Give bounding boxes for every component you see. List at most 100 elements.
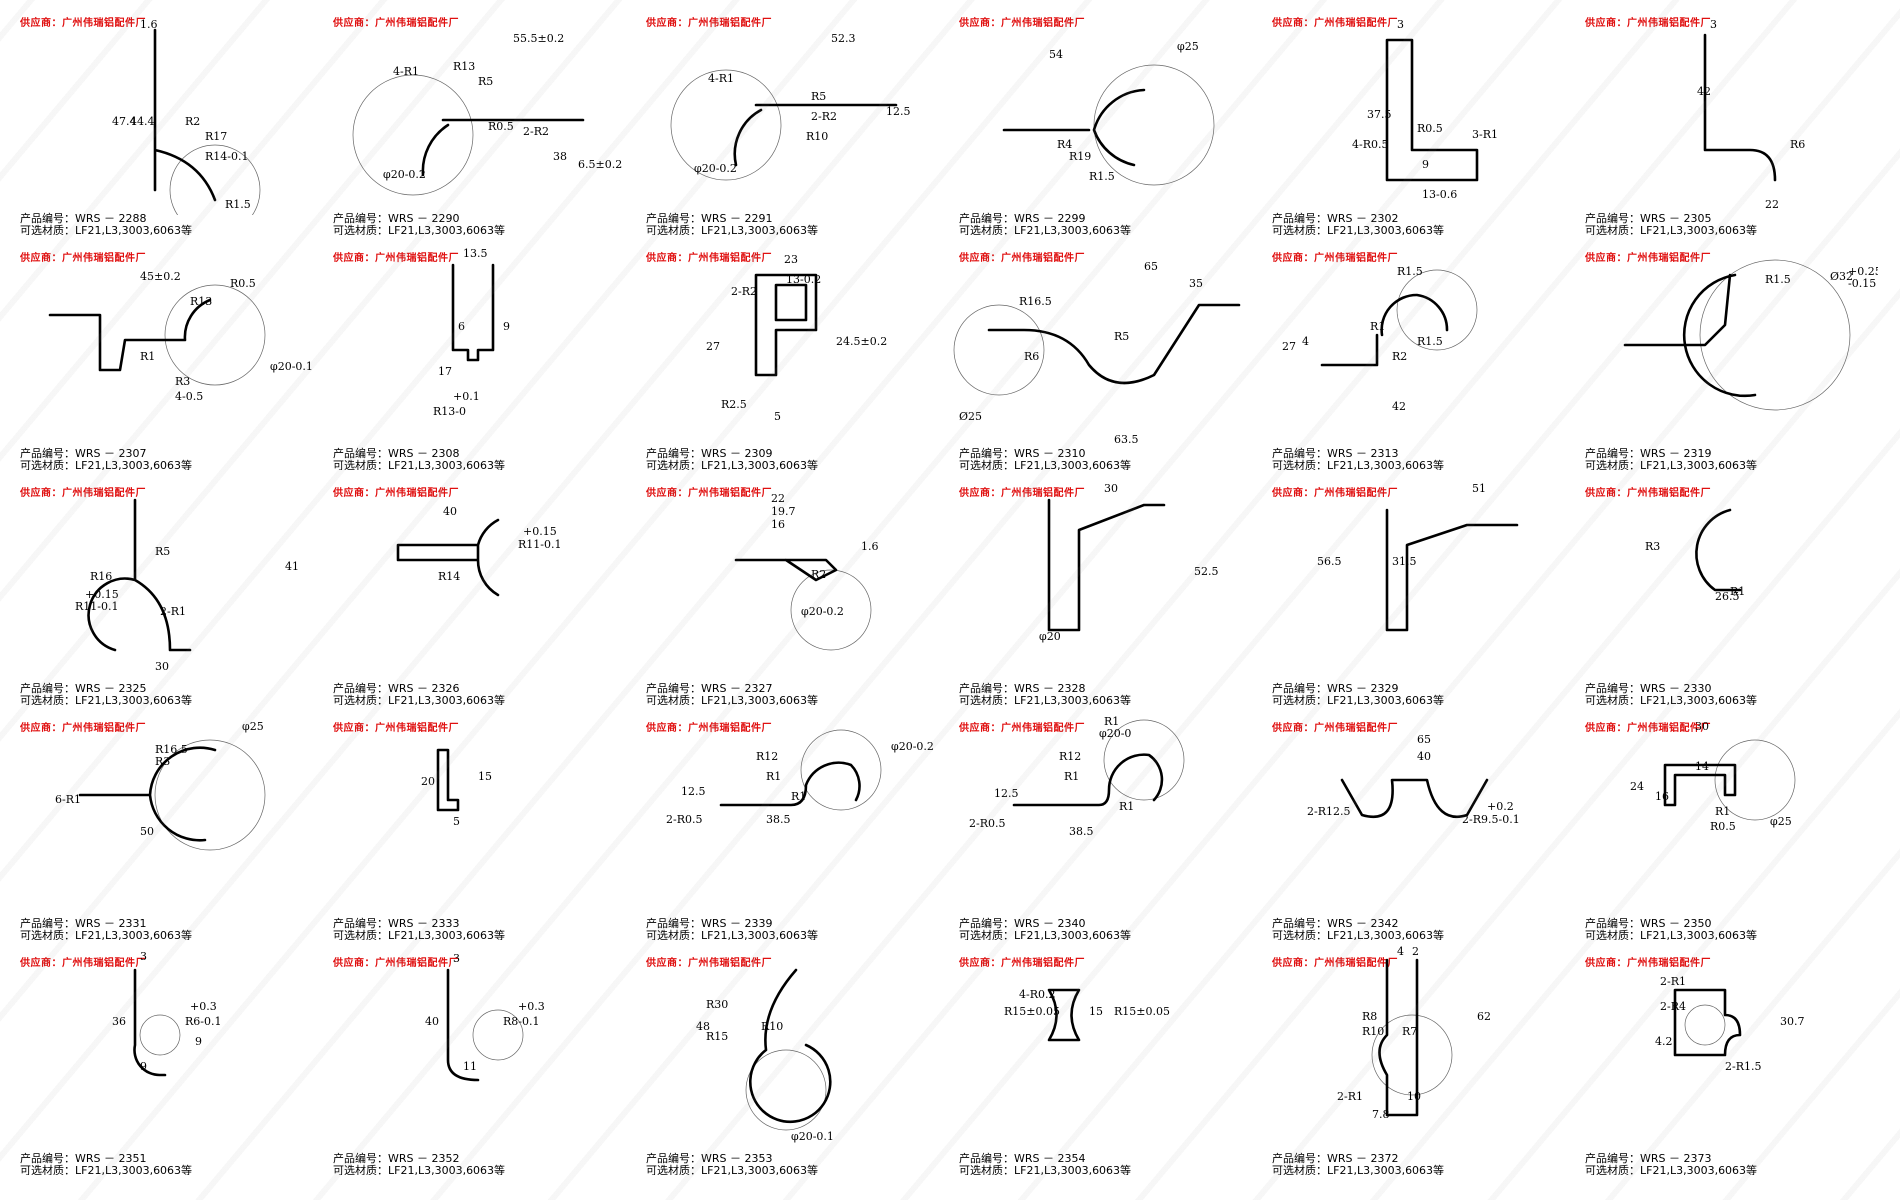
dimension-label: 42 [1392,400,1406,413]
dimension-label: R5 [155,545,170,558]
dimension-label: 1.6 [140,18,158,31]
product-number: 产品编号：WRS － 2319 [1585,447,1712,460]
supplier-label: 供应商：广州伟瑞铝配件厂 [1272,723,1398,734]
dimension-label: 2-R0.5 [666,813,703,826]
dimension-label: 54 [1049,48,1063,61]
material-options: 可选材质：LF21,L3,3003,6063等 [1272,459,1445,470]
material-options: 可选材质：LF21,L3,3003,6063等 [959,224,1132,235]
dimension-label: R2 [185,115,200,128]
reference-circle [1093,64,1215,186]
profile-outline [1703,33,1777,182]
supplier-label: 供应商：广州伟瑞铝配件厂 [1585,488,1711,499]
product-number: 产品编号：WRS － 2305 [1585,212,1712,225]
dimension-label: 9 [195,1035,202,1048]
reference-circle [352,74,474,196]
dimension-label: φ20-0.2 [891,740,934,753]
material-options: 可选材质：LF21,L3,3003,6063等 [959,1164,1132,1175]
material-options: 可选材质：LF21,L3,3003,6063等 [959,929,1132,940]
dimension-label: 4-R1 [708,72,734,85]
supplier-label: 供应商：广州伟瑞铝配件厂 [959,18,1085,29]
dimension-label: 55.5±0.2 [513,32,564,45]
dimension-label: 4 [1397,945,1404,958]
material-options: 可选材质：LF21,L3,3003,6063等 [20,694,193,705]
dimension-label: R17 [205,130,227,143]
dimension-label: φ20-0.1 [270,360,313,373]
dimension-label: 50 [140,825,154,838]
dimension-label: 11 [463,1060,477,1073]
dimension-label: φ20-0.1 [791,1130,834,1143]
dimension-label: 9 [503,320,510,333]
dimension-label: 52.5 [1194,565,1219,578]
profile-outline [1002,88,1146,167]
reference-circle [745,1049,827,1131]
dimension-label: R14-0.1 [205,150,249,163]
product-number: 产品编号：WRS － 2325 [20,682,147,695]
product-number: 产品编号：WRS － 2353 [646,1152,773,1165]
profile-outline [1385,38,1479,182]
product-number: 产品编号：WRS － 2342 [1272,917,1399,930]
dimension-label: R1.5 [225,198,251,211]
dimension-label: 51 [1472,482,1486,495]
dimension-label: 2-R1 [1337,1090,1363,1103]
product-number: 产品编号：WRS － 2351 [20,1152,147,1165]
dimension-label: 30.7 [1780,1015,1805,1028]
product-number: 产品编号：WRS － 2308 [333,447,460,460]
dimension-label: 2-R12.5 [1307,805,1351,818]
reference-circle [472,1009,524,1061]
dimension-label: R16 [90,570,112,583]
dimension-label: R4 [1057,138,1072,151]
supplier-label: 供应商：广州伟瑞铝配件厂 [959,488,1085,499]
dimension-label: φ25 [242,720,264,733]
supplier-label: 供应商：广州伟瑞铝配件厂 [1272,18,1398,29]
profile-outline [1695,508,1742,592]
dimension-label: +0.15 [85,588,119,601]
supplier-label: 供应商：广州伟瑞铝配件厂 [646,958,772,969]
dimension-label: 2-R1 [1660,975,1686,988]
material-options: 可选材质：LF21,L3,3003,6063等 [1585,694,1758,705]
material-options: 可选材质：LF21,L3,3003,6063等 [1272,929,1445,940]
dimension-label: R30 [706,998,728,1011]
dimension-label: R13 [190,295,212,308]
dimension-label: R8 [1362,1010,1377,1023]
reference-circle [670,69,782,181]
dimension-label: 65 [1144,260,1158,273]
profile-outline [78,746,217,842]
material-options: 可选材质：LF21,L3,3003,6063等 [646,929,819,940]
dimension-label: 3 [140,950,147,963]
material-options: 可选材质：LF21,L3,3003,6063等 [333,224,506,235]
profile-outline [1385,508,1519,632]
dimension-label: 56.5 [1317,555,1342,568]
dimension-label: R2 [1392,350,1407,363]
supplier-label: 供应商：广州伟瑞铝配件厂 [1272,488,1398,499]
supplier-label: 供应商：广州伟瑞铝配件厂 [333,488,459,499]
product-number: 产品编号：WRS － 2340 [959,917,1086,930]
material-options: 可选材质：LF21,L3,3003,6063等 [646,694,819,705]
dimension-label: R1 [791,790,806,803]
supplier-label: 供应商：广州伟瑞铝配件厂 [20,488,146,499]
supplier-label: 供应商：广州伟瑞铝配件厂 [1585,958,1711,969]
dimension-label: 47.4 [112,115,137,128]
material-options: 可选材质：LF21,L3,3003,6063等 [333,929,506,940]
product-number: 产品编号：WRS － 2330 [1585,682,1712,695]
product-number: 产品编号：WRS － 2302 [1272,212,1399,225]
dimension-label: R3 [1645,540,1660,553]
dimension-label: 2-R2 [523,125,549,138]
dimension-label: φ20-0.2 [801,605,844,618]
